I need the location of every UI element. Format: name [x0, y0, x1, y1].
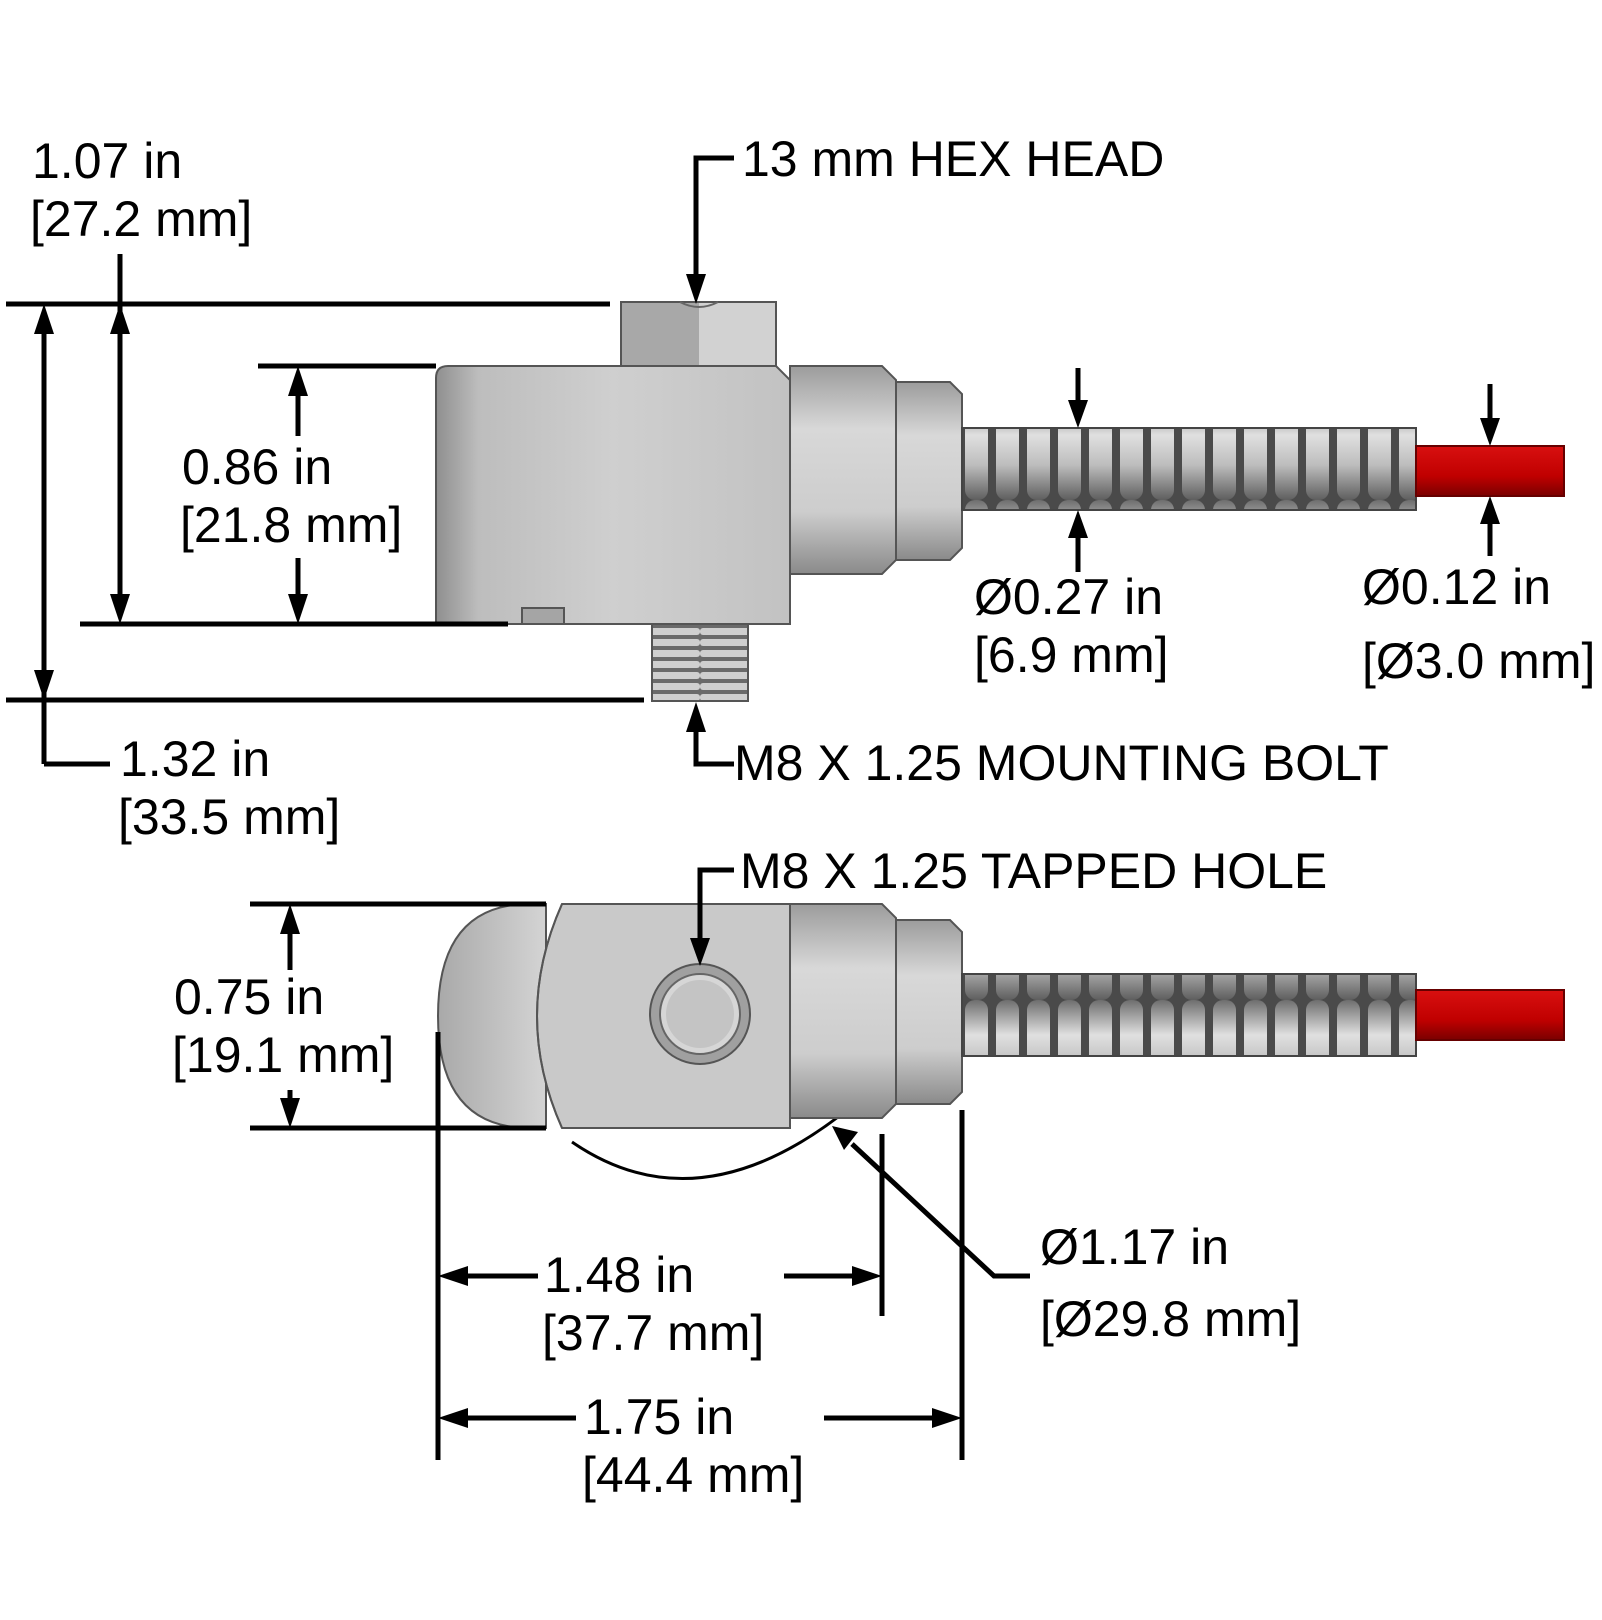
red-lead-wire-top: [1415, 989, 1565, 1041]
connector-housing-top: [789, 903, 897, 1119]
height-2-mm: [21.8 mm]: [180, 497, 402, 553]
dimension-lines: [6, 155, 1500, 1460]
body-step: [521, 607, 565, 625]
length-1-mm: [37.7 mm]: [542, 1305, 764, 1361]
hex-head-label: 13 mm HEX HEAD: [742, 131, 1164, 187]
hex-head: [620, 301, 777, 369]
sweep-diameter-mm: [Ø29.8 mm]: [1040, 1291, 1301, 1347]
side-view: [435, 301, 1565, 702]
armored-cable-top: [961, 973, 1417, 1057]
height-2-in: 0.86 in: [182, 439, 332, 495]
top-view: [436, 903, 1565, 1181]
sensor-body: [435, 365, 791, 625]
connector-housing: [789, 365, 897, 575]
body-dome: [436, 903, 547, 1129]
mounting-bolt-label: M8 X 1.25 MOUNTING BOLT: [734, 735, 1389, 791]
sweep-arc: [571, 1104, 853, 1181]
armored-cable: [961, 427, 1417, 511]
width-mm: [19.1 mm]: [172, 1027, 394, 1083]
cable-diameter-mm: [6.9 mm]: [974, 627, 1168, 683]
height-3-mm: [33.5 mm]: [118, 789, 340, 845]
height-3-in: 1.32 in: [120, 731, 270, 787]
mounting-bolt-thread: [651, 623, 749, 702]
height-1-in: 1.07 in: [32, 133, 182, 189]
width-in: 0.75 in: [174, 969, 324, 1025]
sweep-diameter-in: Ø1.17 in: [1040, 1219, 1229, 1275]
length-1-in: 1.48 in: [544, 1247, 694, 1303]
connector-nut: [895, 381, 963, 561]
length-2-mm: [44.4 mm]: [582, 1447, 804, 1503]
wire-diameter-mm: [Ø3.0 mm]: [1362, 633, 1595, 689]
tapped-hole: [649, 963, 751, 1065]
tapped-hole-label: M8 X 1.25 TAPPED HOLE: [740, 843, 1327, 899]
connector-nut-top: [895, 919, 963, 1105]
wire-diameter-in: Ø0.12 in: [1362, 559, 1551, 615]
dimension-labels: 13 mm HEX HEAD 1.07 in [27.2 mm] 0.86 in…: [30, 131, 1595, 1503]
length-2-in: 1.75 in: [584, 1389, 734, 1445]
cable-diameter-in: Ø0.27 in: [974, 569, 1163, 625]
height-1-mm: [27.2 mm]: [30, 191, 252, 247]
red-lead-wire: [1415, 445, 1565, 497]
